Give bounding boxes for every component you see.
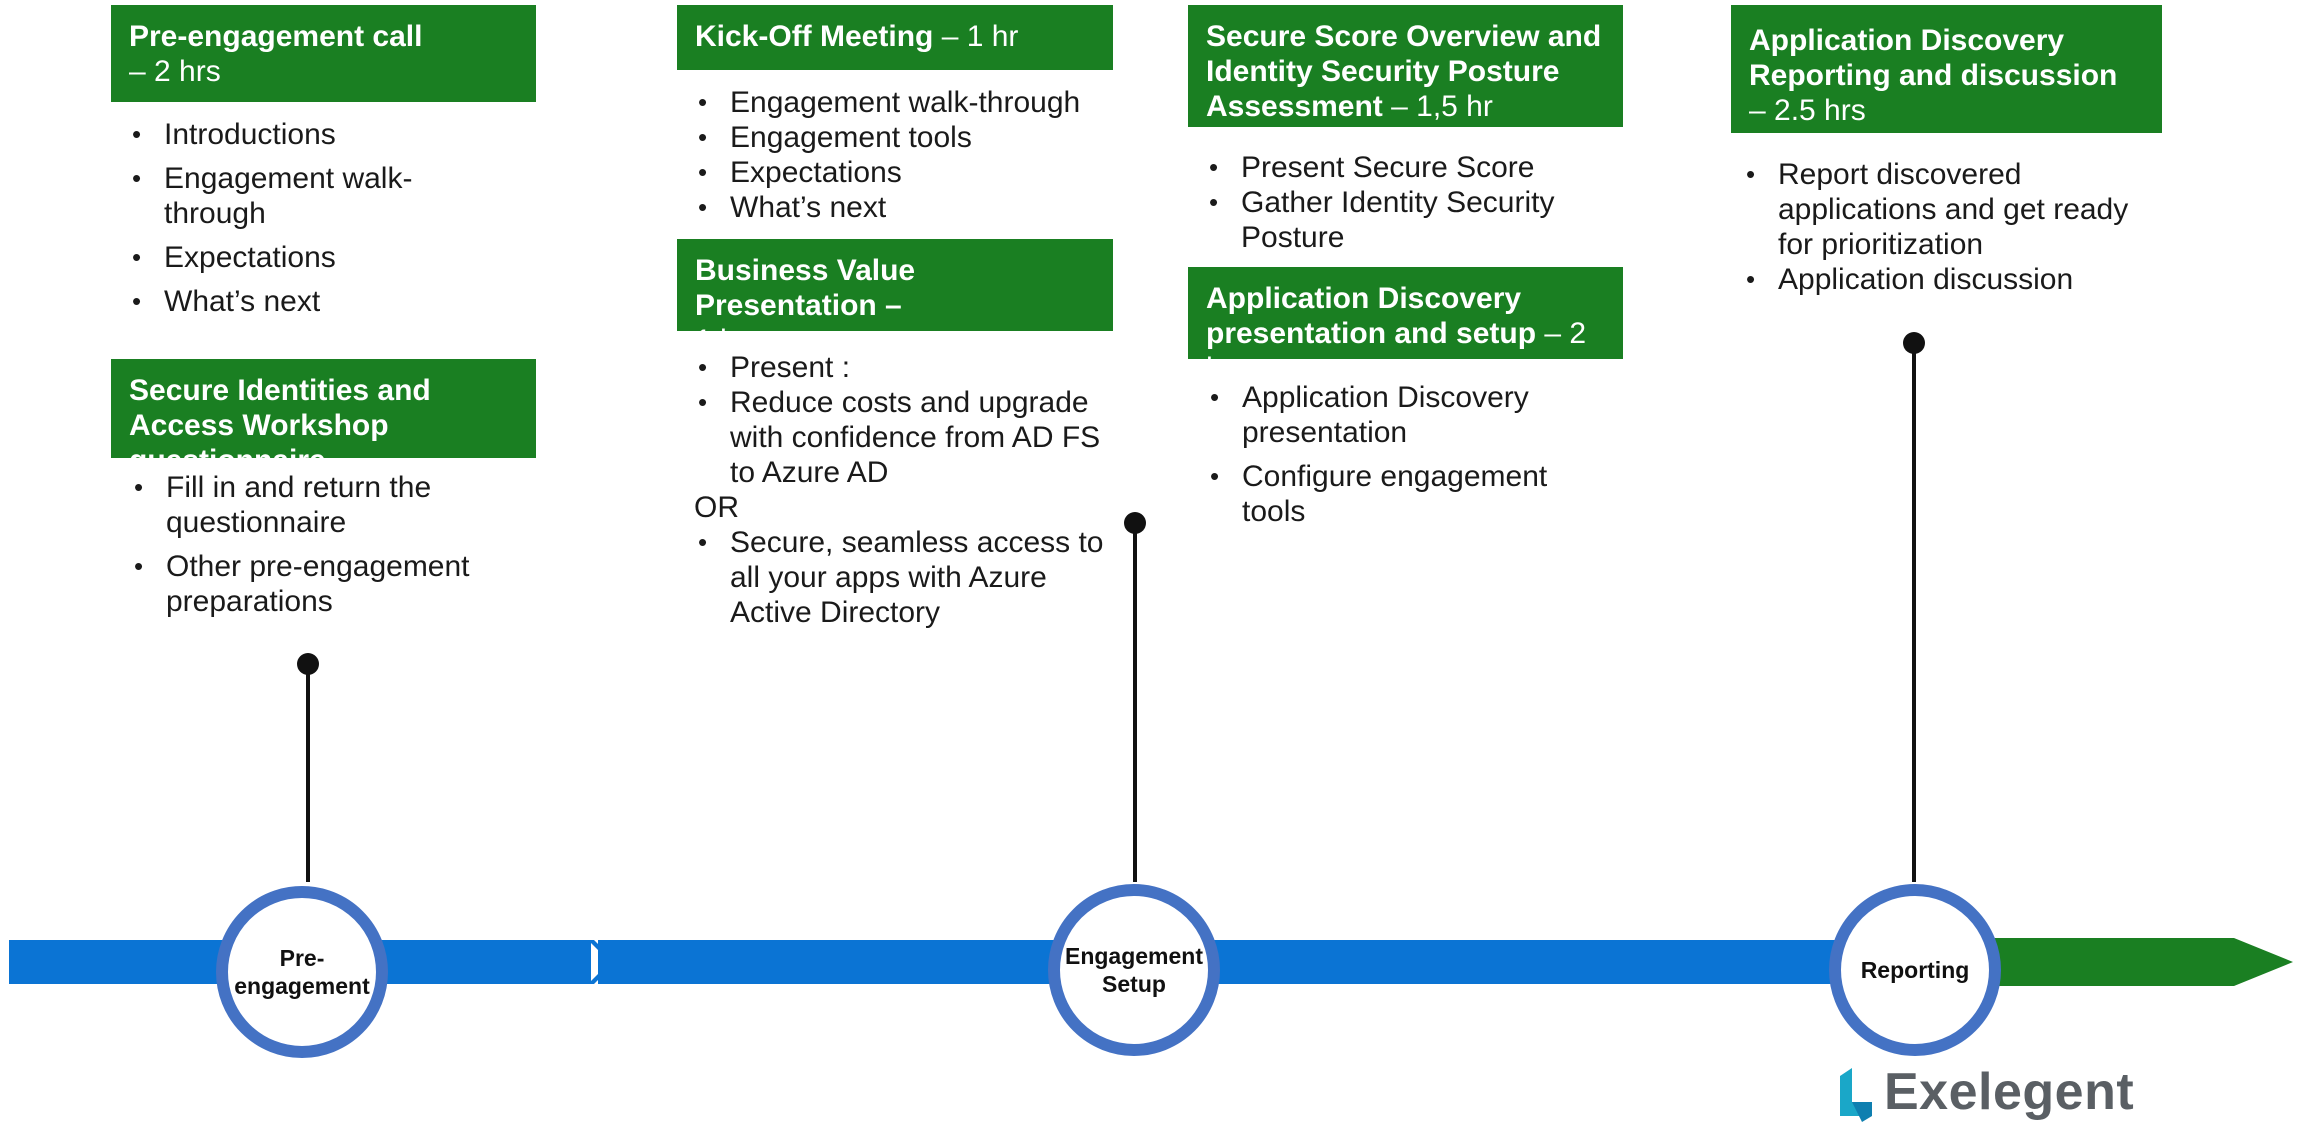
questionnaire-header: Secure Identities and Access Workshop qu…	[111, 359, 536, 477]
list-item: Present :	[694, 350, 1104, 385]
list-item: Expectations	[694, 155, 1094, 190]
exelegent-logo-text: Exelegent	[1884, 1063, 2135, 1121]
timeline-arrow-head	[1990, 938, 2293, 986]
kickoff-header: Kick-Off Meeting – 1 hr	[677, 5, 1113, 70]
secure-score-title: Secure Score Overview and Identity Secur…	[1206, 20, 1602, 123]
list-item: Present Secure Score	[1205, 150, 1605, 185]
app-discovery-setup-duration: – 2 hrs	[1206, 317, 1587, 385]
business-value-title: Business Value Presentation –	[695, 254, 916, 322]
secure-score-duration: – 1,5 hr	[1391, 90, 1493, 123]
connector-line	[1133, 523, 1137, 882]
connector-line	[1912, 343, 1916, 882]
or-label: OR	[694, 491, 739, 524]
milestone-label: Pre- engagement	[234, 945, 370, 999]
questionnaire-title: Secure Identities and Access Workshop qu…	[129, 374, 431, 477]
list-item: Application Discovery presentation	[1206, 380, 1576, 450]
list-item: Expectations	[128, 240, 448, 275]
pre-engagement-call-list: Introductions Engagement walk-through Ex…	[128, 117, 448, 328]
milestone-label: Engagement Setup	[1064, 943, 1204, 997]
pre-engagement-call-header: Pre-engagement call – 2 hrs	[111, 5, 536, 102]
app-discovery-report-list: Report discovered applications and get r…	[1742, 157, 2142, 297]
list-item: What’s next	[694, 190, 1094, 225]
secure-score-header: Secure Score Overview and Identity Secur…	[1188, 5, 1623, 127]
list-item: What’s next	[128, 284, 448, 319]
milestone-pre-engagement: Pre- engagement	[216, 886, 388, 1058]
list-item: Secure, seamless access to all your apps…	[694, 525, 1104, 630]
questionnaire-list: Fill in and return the questionnaire Oth…	[130, 470, 490, 628]
pre-engagement-call-title: Pre-engagement call	[129, 20, 423, 53]
list-item: Reduce costs and upgrade with confidence…	[694, 385, 1104, 490]
list-item: Engagement tools	[694, 120, 1094, 155]
app-discovery-report-duration: – 2.5 hrs	[1749, 94, 1866, 127]
list-item: Fill in and return the questionnaire	[130, 470, 490, 540]
list-item: Engagement walk-through	[128, 161, 448, 231]
exelegent-logo: Exelegent	[1836, 1062, 2134, 1122]
app-discovery-setup-list: Application Discovery presentation Confi…	[1206, 380, 1576, 538]
list-item: Other pre-engagement preparations	[130, 549, 490, 619]
list-item: Engagement walk-through	[694, 85, 1094, 120]
connector-line	[306, 664, 310, 882]
list-item: Report discovered applications and get r…	[1742, 157, 2142, 262]
kickoff-title: Kick-Off Meeting	[695, 20, 934, 53]
list-item: Application discussion	[1742, 262, 2142, 297]
milestone-label: Reporting	[1860, 957, 1970, 983]
business-value-header: Business Value Presentation – 1 hr	[677, 239, 1113, 357]
kickoff-duration: – 1 hr	[941, 20, 1019, 53]
secure-score-list: Present Secure Score Gather Identity Sec…	[1205, 150, 1605, 255]
kickoff-list: Engagement walk-through Engagement tools…	[694, 85, 1094, 225]
timeline-bar-segment-2	[598, 940, 1998, 984]
business-value-list: Present : Reduce costs and upgrade with …	[694, 350, 1104, 630]
list-item: Configure engagement tools	[1206, 459, 1576, 529]
milestone-reporting: Reporting	[1829, 884, 2001, 1056]
milestone-engagement-setup: Engagement Setup	[1048, 884, 1220, 1056]
app-discovery-report-title: Application Discovery Reporting and disc…	[1749, 24, 2118, 92]
exelegent-logo-icon	[1840, 1068, 1872, 1122]
list-item: Introductions	[128, 117, 448, 152]
list-item: Gather Identity Security Posture	[1205, 185, 1605, 255]
app-discovery-report-header: Application Discovery Reporting and disc…	[1731, 5, 2162, 133]
pre-engagement-call-duration: – 2 hrs	[129, 55, 221, 88]
app-discovery-setup-title: Application Discovery presentation and s…	[1206, 282, 1537, 350]
app-discovery-setup-header: Application Discovery presentation and s…	[1188, 267, 1623, 385]
